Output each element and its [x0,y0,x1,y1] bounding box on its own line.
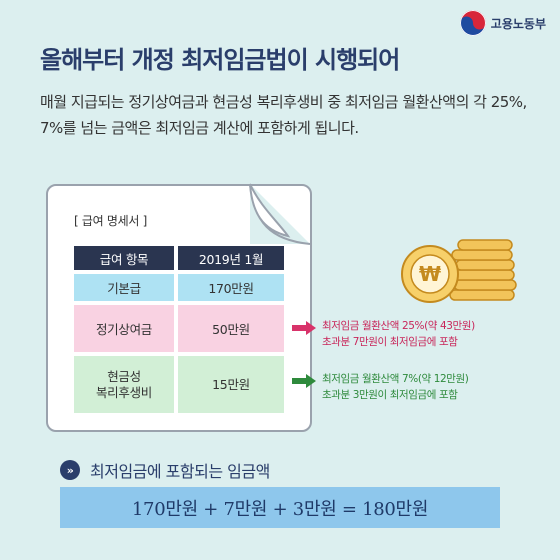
ministry-name: 고용노동부 [490,16,546,31]
included-wage-heading: » 최저임금에 포함되는 임금액 [60,458,270,482]
payslip-label: [ 급여 명세서 ] [74,214,148,228]
welfare-note-line2: 초과분 3만원이 최저임금에 포함 [322,389,458,401]
wage-formula: 170만원 + 7만원 + 3만원 = 180만원 [60,487,500,528]
arrow-right-icon [292,321,316,335]
table-row: 현금성 복리후생비 15만원 [74,356,284,413]
header-item: 급여 항목 [74,246,174,270]
ministry-logo: 고용노동부 [459,10,546,36]
bonus-note-line1: 최저임금 월환산액 25%(약 43만원) [322,320,475,332]
bonus-note: 최저임금 월환산액 25%(약 43만원) 초과분 7만원이 최저임금에 포함 [322,318,475,350]
coin-stack-icon: ₩ [401,239,517,303]
table-row: 정기상여금 50만원 [74,305,284,352]
page-title: 올해부터 개정 최저임금법이 시행되어 [40,46,400,74]
arrow-right-icon [292,374,316,388]
included-wage-label: 최저임금에 포함되는 임금액 [90,462,270,481]
row-amount: 15만원 [178,356,284,413]
bonus-note-line2: 초과분 7만원이 최저임금에 포함 [322,336,458,348]
description-text: 매월 지급되는 정기상여금과 현금성 복리후생비 중 최저임금 월환산액의 각 … [40,93,527,137]
payslip-table: 급여 항목 2019년 1월 기본급 170만원 정기상여금 50만원 현금성 … [74,246,284,417]
double-chevron-right-icon: » [60,460,80,480]
row-amount: 50만원 [178,305,284,352]
svg-text:₩: ₩ [419,262,441,286]
taegeuk-icon [459,10,486,36]
page-fold-icon [249,183,311,245]
row-item: 현금성 복리후생비 [74,356,174,413]
header-month: 2019년 1월 [178,246,284,270]
table-row: 기본급 170만원 [74,274,284,301]
row-item: 기본급 [74,274,174,301]
row-item: 정기상여금 [74,305,174,352]
table-header-row: 급여 항목 2019년 1월 [74,246,284,270]
welfare-note-line1: 최저임금 월환산액 7%(약 12만원) [322,373,469,385]
row-amount: 170만원 [178,274,284,301]
welfare-note: 최저임금 월환산액 7%(약 12만원) 초과분 3만원이 최저임금에 포함 [322,371,469,403]
